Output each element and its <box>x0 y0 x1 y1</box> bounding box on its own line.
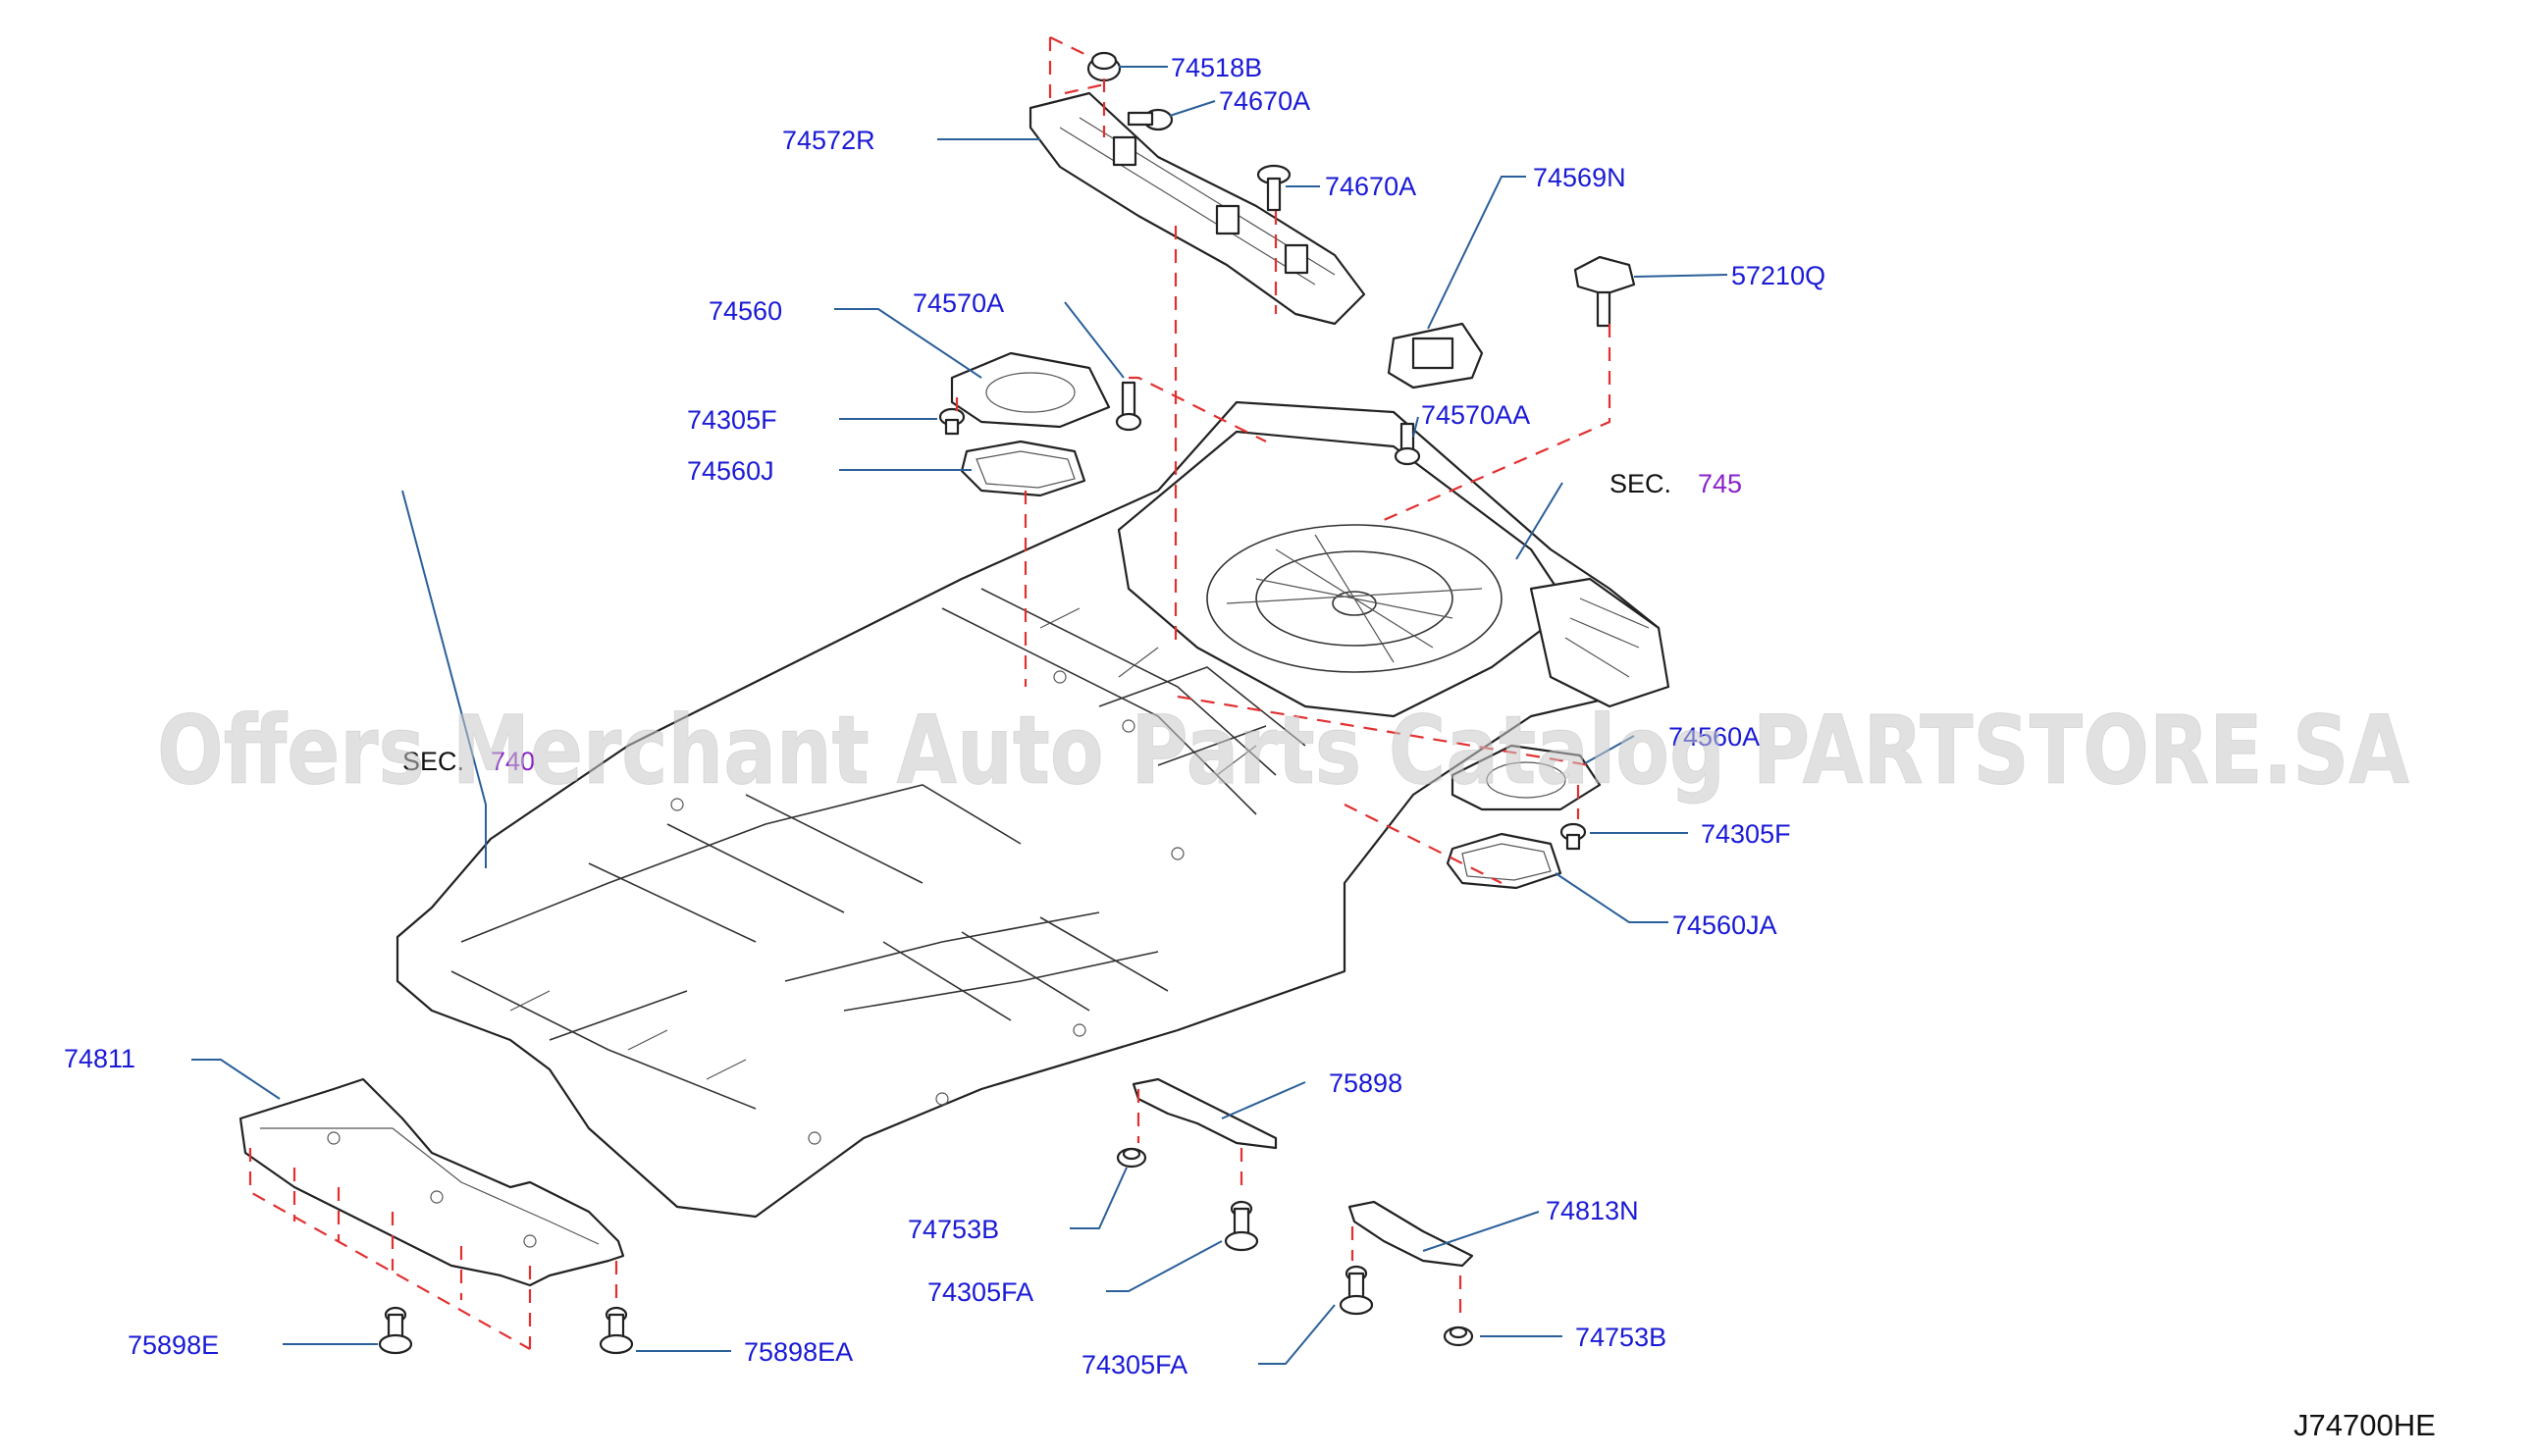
label-75898ea: 75898EA <box>744 1337 853 1367</box>
label-75898: 75898 <box>1329 1068 1402 1098</box>
label-74305fa-left: 74305FA <box>927 1277 1033 1307</box>
clip-74305fa-left-icon <box>1224 1200 1259 1252</box>
label-74305f-right: 74305F <box>1701 819 1791 849</box>
label-74305f-left: 74305F <box>687 405 777 435</box>
label-sec-740-number: 740 <box>491 747 535 776</box>
label-74813n: 74813N <box>1546 1196 1639 1225</box>
label-74570a: 74570A <box>913 288 1004 318</box>
gasket-74560ja <box>1446 832 1562 890</box>
label-74753b-left: 74753B <box>908 1215 999 1244</box>
label-74560ja: 74560JA <box>1672 910 1777 940</box>
rear-member-bracket <box>1029 91 1366 326</box>
clip-75898ea-icon <box>599 1306 634 1355</box>
nut-74753b-right-icon <box>1443 1326 1474 1347</box>
bracket-75898 <box>1132 1077 1278 1150</box>
nut-74753b-left-icon <box>1116 1147 1147 1169</box>
clip-74305fa-right-icon <box>1339 1265 1374 1316</box>
label-74670a-top: 74670A <box>1219 86 1310 116</box>
label-74753b-right: 74753B <box>1575 1323 1666 1352</box>
label-74305fa-right: 74305FA <box>1081 1350 1187 1379</box>
bolt-74670a-top-icon <box>1127 108 1174 131</box>
watermark-text: Offers Merchant Auto Parts Catalog PARTS… <box>157 696 2409 806</box>
plate-74560a <box>1451 744 1602 811</box>
floor-panel-assembly <box>396 400 1670 1219</box>
label-74560a: 74560A <box>1668 722 1760 752</box>
clip-74305f-right-icon <box>1559 822 1587 851</box>
bolt-74570aa-icon <box>1394 422 1421 466</box>
label-74572r: 74572R <box>782 126 875 155</box>
label-57210q: 57210Q <box>1731 261 1825 290</box>
undercover-74811 <box>238 1077 625 1287</box>
label-sec-745-word: SEC. <box>1609 469 1671 498</box>
bolt-57210q-icon <box>1573 255 1636 328</box>
clip-74305f-left-icon <box>938 407 966 436</box>
label-sec-740-word: SEC. <box>402 747 464 776</box>
gasket-74560j <box>960 440 1086 497</box>
bolt-74570a-icon <box>1115 381 1142 432</box>
label-sec-745-number: 745 <box>1698 469 1742 498</box>
leader-lines <box>191 66 1728 1365</box>
label-74518b: 74518B <box>1171 53 1262 82</box>
label-74560: 74560 <box>709 296 782 326</box>
clip-75898e-icon <box>378 1306 413 1355</box>
label-74811: 74811 <box>64 1044 135 1073</box>
label-74560j: 74560J <box>687 456 774 486</box>
label-74670a-mid: 74670A <box>1325 172 1416 201</box>
label-74569n: 74569N <box>1533 163 1626 192</box>
nut-74518b-icon <box>1086 51 1122 82</box>
part-labels: 74518B 74670A 74572R 74670A 74569N 57210… <box>64 53 1825 1379</box>
bracket-74569n <box>1387 322 1484 390</box>
label-75898e: 75898E <box>128 1330 219 1360</box>
bolt-74670a-mid-icon <box>1256 164 1292 212</box>
dashed-guides <box>248 36 1611 1350</box>
plate-74560 <box>950 351 1111 429</box>
diagram-code: J74700HE <box>2294 1408 2436 1442</box>
bracket-74813n <box>1347 1200 1474 1268</box>
label-74570aa: 74570AA <box>1421 400 1530 430</box>
